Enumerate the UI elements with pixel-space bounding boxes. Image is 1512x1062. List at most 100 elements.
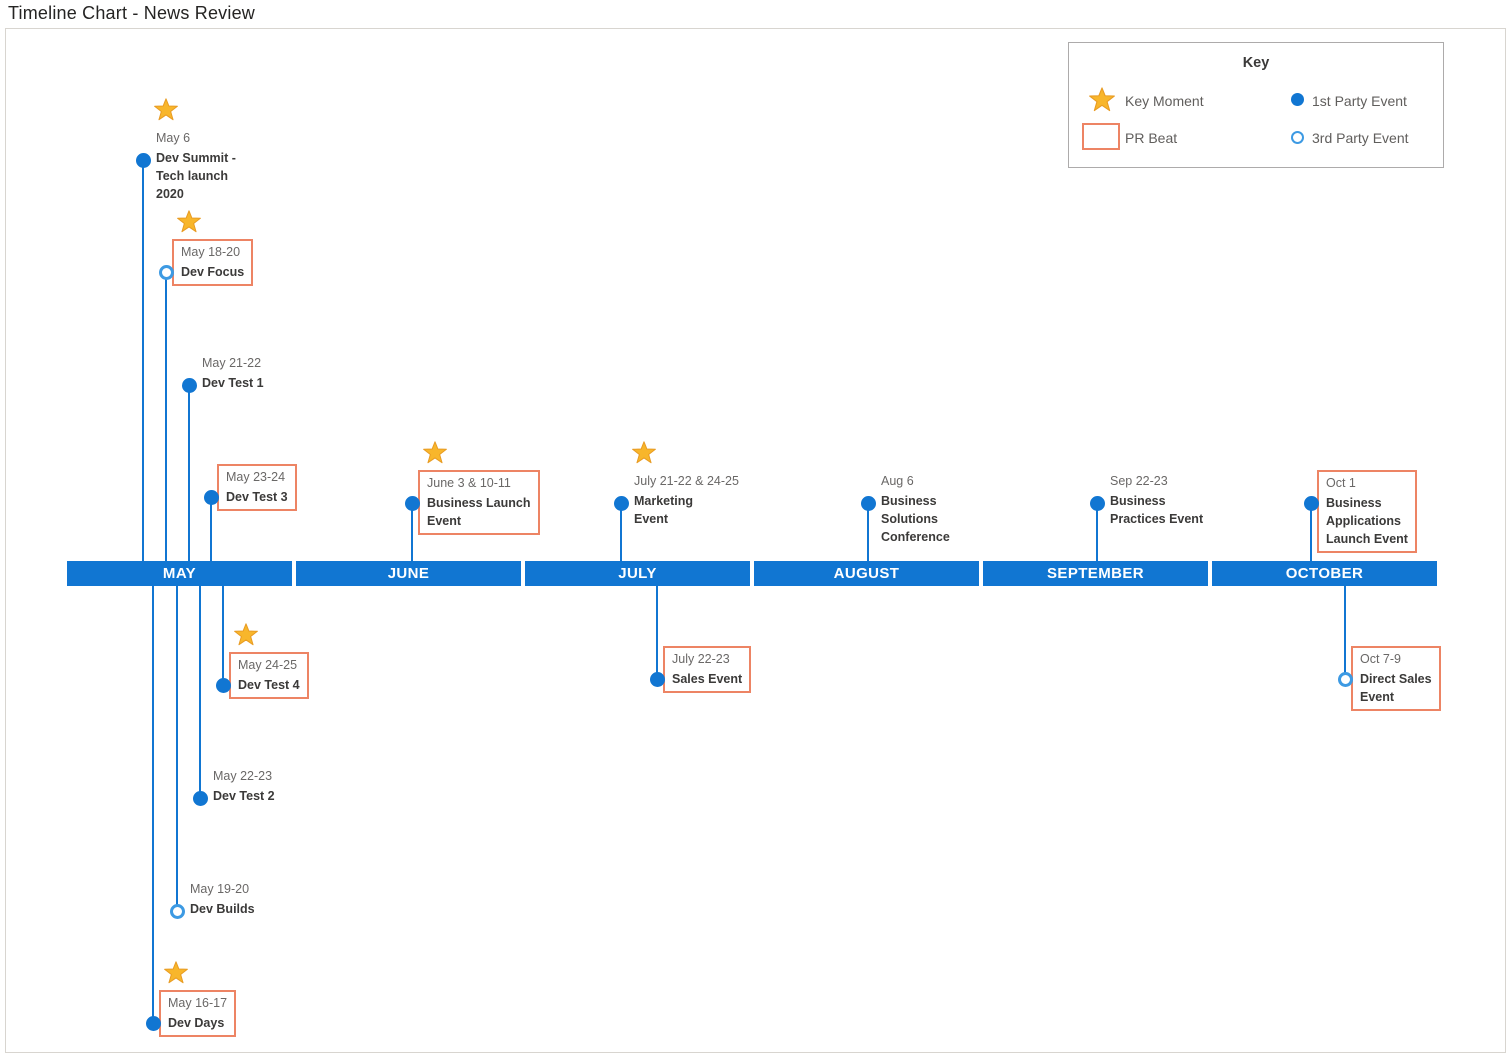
event-date: Oct 7-9: [1360, 652, 1401, 666]
event-title: Sales Event: [672, 672, 743, 686]
event-marker-3rd-party[interactable]: [1337, 671, 1353, 687]
month-label: OCTOBER: [1285, 565, 1364, 582]
month-label: JULY: [618, 565, 657, 582]
event-date: May 21-22: [202, 356, 262, 370]
event-marker-1st-party[interactable]: [860, 495, 876, 511]
key-moment-star-icon: [423, 441, 447, 469]
key-moment-star-icon: [632, 441, 656, 469]
event-date: May 22-23: [213, 769, 273, 783]
legend-label-1st-party: 1st Party Event: [1312, 93, 1407, 109]
event-date: May 24-25: [238, 658, 298, 672]
event-date: May 18-20: [181, 245, 241, 259]
event-date: Sep 22-23: [1110, 474, 1168, 488]
timeline-visual-frame: [5, 28, 1506, 1053]
event-stem: [1310, 503, 1312, 561]
month-segment-october[interactable]: OCTOBER: [1212, 561, 1437, 586]
month-segment-july[interactable]: JULY: [525, 561, 750, 586]
month-segment-may[interactable]: MAY: [67, 561, 292, 586]
event-title: Launch Event: [1326, 532, 1408, 546]
event-marker-1st-party[interactable]: [1089, 495, 1105, 511]
month-segment-september[interactable]: SEPTEMBER: [983, 561, 1208, 586]
month-segment-june[interactable]: JUNE: [296, 561, 521, 586]
event-stem: [142, 160, 144, 561]
event-date: May 6: [156, 131, 191, 145]
event-title: Solutions: [881, 512, 938, 526]
event-stem: [411, 503, 413, 561]
event-stem: [620, 503, 622, 561]
event-date: Aug 6: [881, 474, 914, 488]
key-moment-star-icon: [154, 98, 178, 126]
event-stem: [210, 497, 212, 561]
event-marker-1st-party[interactable]: [192, 790, 208, 806]
event-date: May 23-24: [226, 470, 286, 484]
event-title: Conference: [881, 530, 950, 544]
key-moment-star-icon: [164, 961, 188, 989]
event-stem: [1344, 586, 1346, 679]
event-marker-3rd-party[interactable]: [169, 903, 185, 919]
event-marker-1st-party[interactable]: [215, 677, 231, 693]
event-marker-1st-party[interactable]: [145, 1015, 161, 1031]
event-title: Event: [427, 514, 462, 528]
event-date: July 21-22 & 24-25: [634, 474, 739, 488]
event-date: July 22-23: [672, 652, 730, 666]
event-title: Event: [634, 512, 669, 526]
event-stem: [1096, 503, 1098, 561]
event-title: Business: [881, 494, 937, 508]
event-stem: [176, 586, 178, 911]
event-title: Dev Test 3: [226, 490, 288, 504]
event-stem: [152, 586, 154, 1023]
event-title: Dev Focus: [181, 265, 245, 279]
event-marker-1st-party[interactable]: [404, 495, 420, 511]
event-marker-1st-party[interactable]: [649, 671, 665, 687]
event-marker-3rd-party[interactable]: [158, 264, 174, 280]
month-segment-august[interactable]: AUGUST: [754, 561, 979, 586]
legend: Key Key Moment PR Beat 1st Party Event 3…: [1068, 42, 1444, 168]
event-date: May 19-20: [190, 882, 250, 896]
event-title: Business: [1110, 494, 1166, 508]
event-title: Dev Summit -: [156, 151, 236, 165]
key-moment-star-icon: [177, 210, 201, 238]
event-marker-1st-party[interactable]: [1303, 495, 1319, 511]
event-title: Dev Test 4: [238, 678, 300, 692]
event-title: Event: [1360, 690, 1395, 704]
event-title: Tech launch: [156, 169, 229, 183]
page-title: Timeline Chart - News Review: [8, 3, 255, 23]
key-moment-star-icon: [234, 623, 258, 651]
month-label: SEPTEMBER: [1047, 565, 1144, 582]
legend-label-key-moment: Key Moment: [1125, 93, 1204, 109]
event-marker-1st-party[interactable]: [181, 377, 197, 393]
star-icon: [1089, 87, 1115, 117]
event-marker-1st-party[interactable]: [613, 495, 629, 511]
legend-title: Key: [1242, 55, 1270, 71]
event-date: June 3 & 10-11: [427, 476, 511, 490]
event-title: Marketing: [634, 494, 694, 508]
event-title: 2020: [156, 187, 184, 201]
event-marker-1st-party[interactable]: [135, 152, 151, 168]
event-stem: [188, 385, 190, 561]
event-label-block: May 6 Dev Summit - Tech launch 2020: [156, 127, 236, 203]
event-stem: [165, 272, 167, 561]
event-title: Dev Test 2: [213, 789, 275, 803]
event-stem: [867, 503, 869, 561]
month-label: JUNE: [387, 565, 430, 582]
event-title: Dev Test 1: [202, 376, 264, 390]
pr-beat-icon: [1082, 123, 1120, 150]
event-stem: [199, 586, 201, 798]
event-marker-1st-party[interactable]: [203, 489, 219, 505]
event-title: Applications: [1326, 514, 1402, 528]
event-date: Oct 1: [1326, 476, 1356, 490]
